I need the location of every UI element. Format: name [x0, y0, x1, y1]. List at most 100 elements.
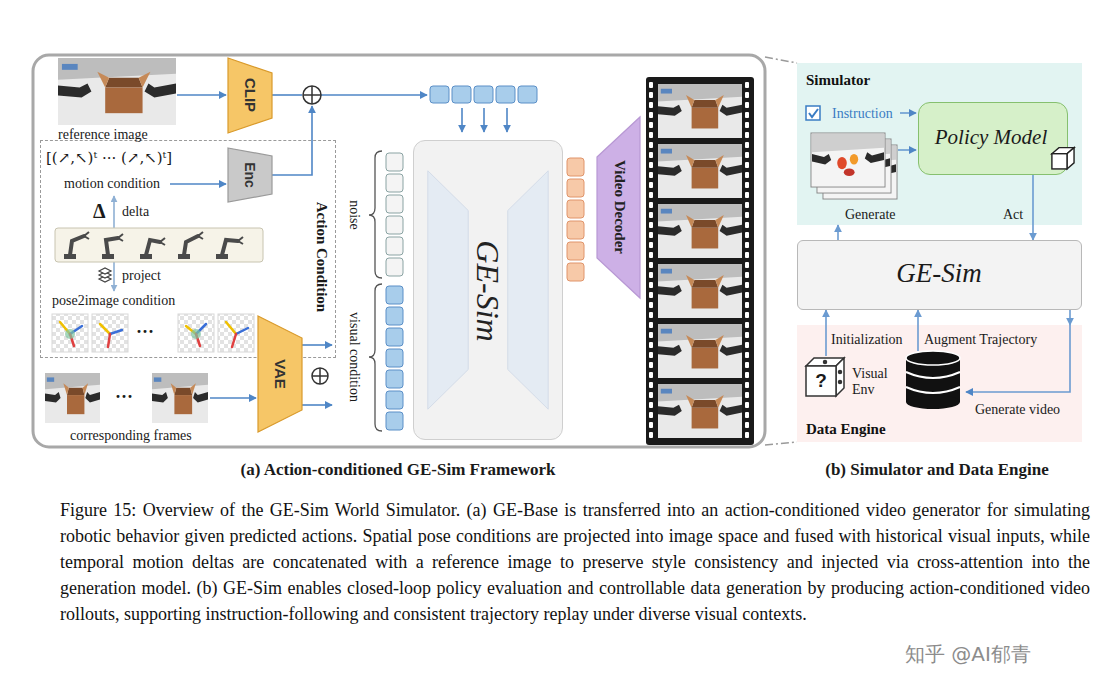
watermark: 知乎 @AI郁青: [905, 643, 1031, 666]
drawing-rect: [806, 106, 820, 120]
drawing-path: [906, 387, 960, 393]
drawing-rect: [744, 80, 750, 442]
drawing-line: [110, 330, 122, 334]
drawing-rect: [55, 228, 263, 262]
flow-connector: [825, 310, 827, 325]
drawing-rect: [567, 221, 584, 239]
drawing-rect: [518, 86, 537, 103]
figure-caption: Figure 15: Overview of the GE-Sim World …: [60, 497, 1090, 627]
drawing-use: [658, 384, 742, 438]
drawing-circle: [65, 329, 75, 339]
drawing-rect: [386, 153, 403, 171]
drawing-line: [311, 86, 313, 104]
motion-formula: [(↗,↖)ᵗ ··· (↗,↖)ᵗ]: [46, 150, 172, 167]
drawing-line: [765, 57, 797, 63]
drawing-path: [146, 240, 160, 255]
step-label: delta: [122, 204, 149, 220]
flow-connector: [1069, 310, 1071, 325]
drawing-g: [60, 322, 248, 347]
drawing-line: [900, 112, 916, 114]
node-text: GE-Sim: [896, 258, 981, 289]
drawing-rect: [33, 55, 765, 447]
drawing-line: [825, 325, 827, 356]
drawing-line: [170, 183, 226, 185]
token-label: noise: [346, 200, 362, 230]
drawing-line: [506, 108, 508, 132]
drawing-rect: [386, 237, 403, 255]
drawing-line: [108, 334, 110, 347]
corresponding-frames: [45, 373, 208, 423]
visual-tokens: [386, 286, 403, 430]
drawing-use: [45, 373, 100, 423]
node-text: Enc: [241, 162, 257, 188]
drawing-rect: [386, 349, 403, 367]
drawing-rect: [92, 314, 128, 352]
motion-encoder-outline: [228, 148, 272, 202]
drawing-line: [319, 368, 321, 384]
robot-pose-strip: [55, 228, 263, 262]
subfigure-title: (a) Action-conditioned GE-Sim Framework: [241, 460, 556, 480]
drawing-line: [461, 108, 463, 132]
image-caption: reference image: [58, 127, 148, 143]
arrow-label: Augment Trajectory: [924, 332, 1037, 348]
film-strip: [646, 77, 754, 445]
drawing-line: [113, 262, 115, 291]
dice-mark: ?: [815, 370, 827, 392]
drawing-g: [84, 232, 243, 245]
ellipsis: ···: [136, 322, 154, 343]
drawing-polygon: [836, 358, 844, 396]
drawing-circle: [312, 368, 328, 384]
drawing-path: [369, 151, 382, 278]
drawing-use: [658, 324, 742, 378]
drawing-rect: [386, 174, 403, 192]
image-caption: corresponding frames: [70, 428, 192, 444]
output-tokens: [567, 158, 584, 281]
icon-label: Visual Env: [852, 366, 898, 398]
drawing-use: [812, 134, 884, 186]
delta-symbol: Δ: [93, 200, 106, 223]
drawing-rect: [567, 263, 584, 281]
pose-image-tiles: [52, 314, 254, 352]
drawing-rect: [797, 63, 1082, 225]
node-text: GE-Sim: [470, 240, 507, 341]
drawing-rect: [52, 314, 88, 352]
subfigure-title: (b) Simulator and Data Engine: [825, 460, 1049, 480]
ge-sim-box: GE-Sim: [797, 240, 1082, 310]
drawing-use: [152, 373, 208, 423]
drawing-rect: [811, 133, 885, 187]
node-text: Action Condition: [312, 202, 329, 312]
drawing-rect: [386, 216, 403, 234]
checkbox: [806, 106, 820, 120]
clip-encoder: CLIP: [228, 58, 272, 133]
drawing-rect: [797, 325, 1082, 442]
step-label: project: [122, 268, 161, 284]
drawing-rect: [430, 86, 449, 103]
token-label: visual condition: [346, 312, 362, 402]
drawing-line: [226, 322, 236, 334]
drawing-line: [100, 324, 110, 334]
flow-connector: [917, 310, 919, 325]
node-text: VAE: [271, 359, 288, 389]
drawing-rect: [218, 314, 254, 352]
drawing-rect: [496, 86, 515, 103]
drawing-path: [84, 232, 89, 239]
drawing-rect: [386, 286, 403, 304]
drawing-line: [302, 404, 332, 406]
drawing-rect: [567, 158, 584, 176]
drawing-rect: [567, 200, 584, 218]
ge-sim-model-detail: [428, 171, 468, 409]
drawing-line: [898, 149, 916, 151]
policy-model-box-detail: [1067, 148, 1074, 169]
dice-icon: [806, 358, 844, 396]
drawing-line: [177, 94, 226, 96]
ellipsis: ···: [115, 387, 133, 408]
drawing-line: [272, 94, 302, 96]
brace: [369, 151, 382, 431]
ge-sim-model: GE-Sim: [413, 140, 563, 440]
drawing-path: [198, 232, 203, 239]
drawing-rect: [386, 391, 403, 409]
token-row: [430, 86, 537, 103]
drawing-use: [658, 144, 742, 198]
video-decoder: Video Decoder: [597, 117, 640, 298]
drawing-ellipse: [906, 395, 960, 409]
